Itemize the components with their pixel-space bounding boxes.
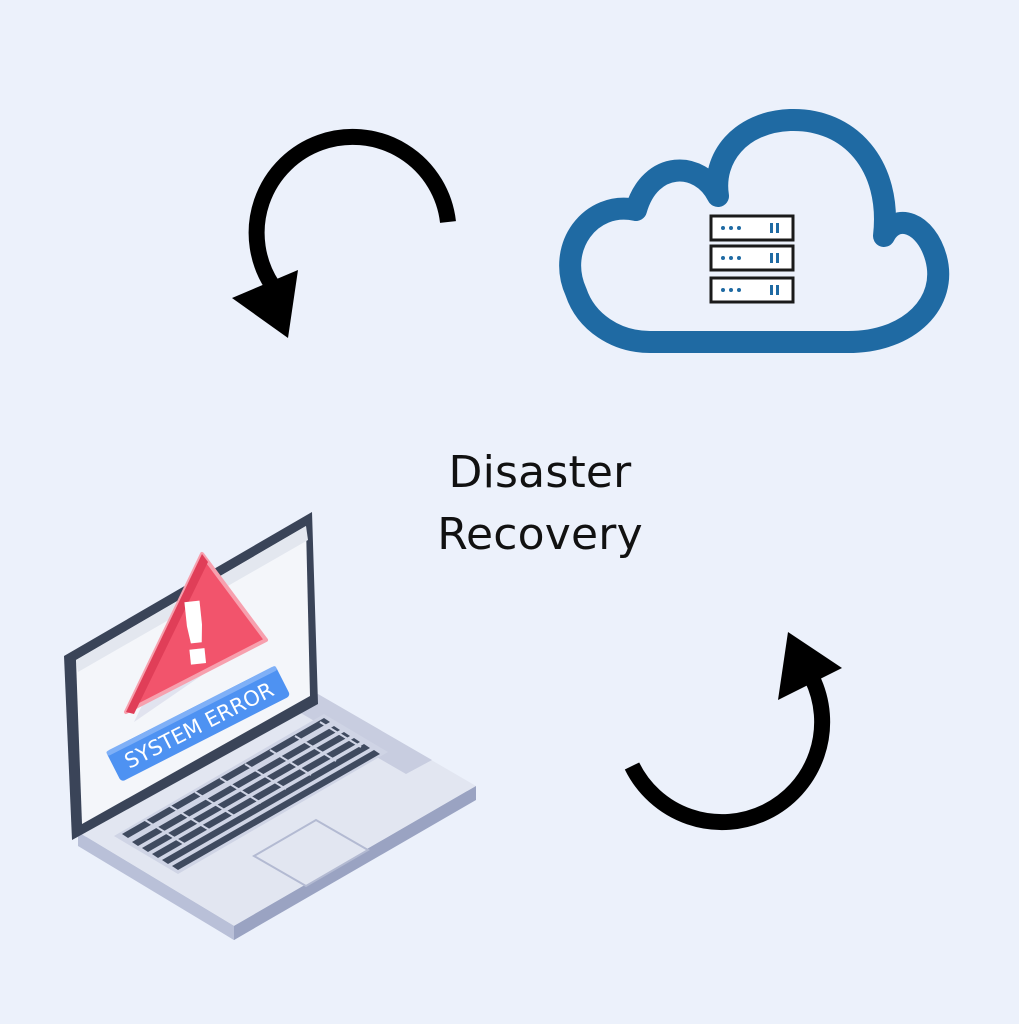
title-line-1: Disaster xyxy=(448,447,632,498)
diagram-title: Disaster Recovery xyxy=(390,442,690,566)
title-line-2: Recovery xyxy=(437,509,643,560)
trackpad xyxy=(252,818,370,888)
server-rack-icon xyxy=(709,214,795,304)
keyboard xyxy=(122,718,380,870)
